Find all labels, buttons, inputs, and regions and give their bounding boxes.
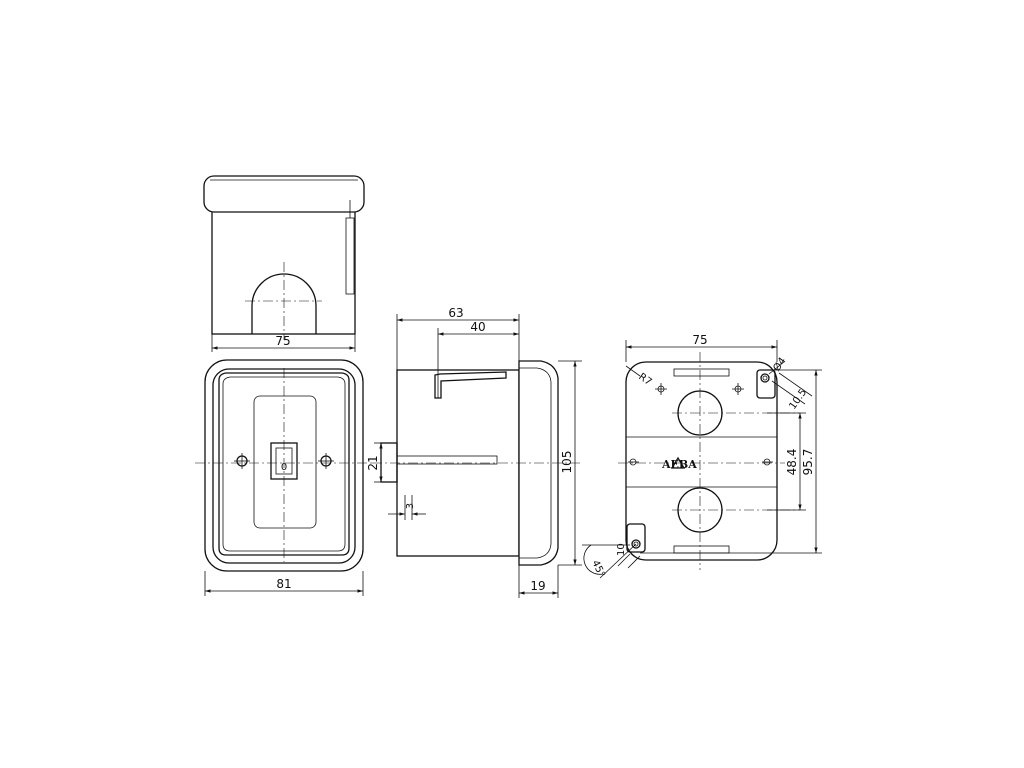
dim-slot-bottom-label: 10 [616, 543, 627, 556]
dim-rear-width-label: 75 [692, 333, 707, 347]
toggle-switch: 0 [270, 442, 298, 480]
mounting-slot-top [756, 369, 776, 399]
dim-slot-width-label: 10.5 [787, 387, 809, 412]
dim-corner-radius-label: R7 [636, 371, 653, 388]
cable-entry-knockout [245, 262, 322, 340]
dim-depth-total-label: 63 [448, 306, 463, 320]
rear-view: AEBA 75 R7 Ø4 10.5 48.4 [582, 333, 822, 579]
dim-top-width-label: 75 [275, 334, 290, 348]
dim-depth-total: 63 [396, 306, 520, 370]
dim-depth-body: 40 [437, 320, 519, 366]
front-view: 0 81 [195, 359, 372, 596]
top-view: 75 [203, 175, 365, 352]
dim-hole-spacing-label: 48.4 [785, 449, 799, 476]
dim-top-width: 75 [211, 334, 356, 352]
dim-corner-radius: R7 [625, 365, 653, 388]
dim-front-width-label: 81 [276, 577, 291, 591]
brand-logo: AEBA [661, 458, 697, 471]
side-view: 63 40 21 3 105 [366, 306, 582, 598]
mounting-slot-bottom [626, 523, 646, 553]
dim-overall-height-label: 105 [560, 451, 574, 474]
dim-hole-spacing: 48.4 [767, 412, 806, 511]
dim-hole-diameter: Ø4 [768, 355, 789, 375]
rear-screws [628, 383, 773, 466]
knockout-lower [672, 487, 800, 533]
switch-mark-label: 0 [281, 462, 287, 473]
screw-left [234, 453, 250, 469]
dim-angle-label: 45° [589, 559, 606, 580]
knockout-upper [672, 390, 800, 436]
dim-slot-width: 10.5 [771, 372, 813, 412]
dim-shaft-height: 21 [366, 442, 383, 483]
dim-rear-height-label: 95.7 [801, 449, 815, 476]
dim-lid-height: 19 [518, 565, 559, 598]
dim-depth-body-label: 40 [470, 320, 485, 334]
screw-right [318, 453, 334, 469]
switch-shaft [380, 442, 498, 483]
dim-shaft-height-label: 21 [366, 455, 380, 470]
dim-front-width: 81 [204, 571, 364, 596]
dim-rear-height: 95.7 [640, 369, 822, 554]
mounting-clip [434, 366, 507, 399]
dim-shaft-thickness: 3 [388, 495, 426, 520]
dim-slot-bottom: 10 [616, 543, 641, 569]
dim-rear-width: 75 [625, 333, 778, 362]
dim-lid-height-label: 19 [530, 579, 545, 593]
dim-overall-height: 105 [558, 360, 582, 566]
dim-shaft-thickness-label: 3 [405, 503, 416, 509]
